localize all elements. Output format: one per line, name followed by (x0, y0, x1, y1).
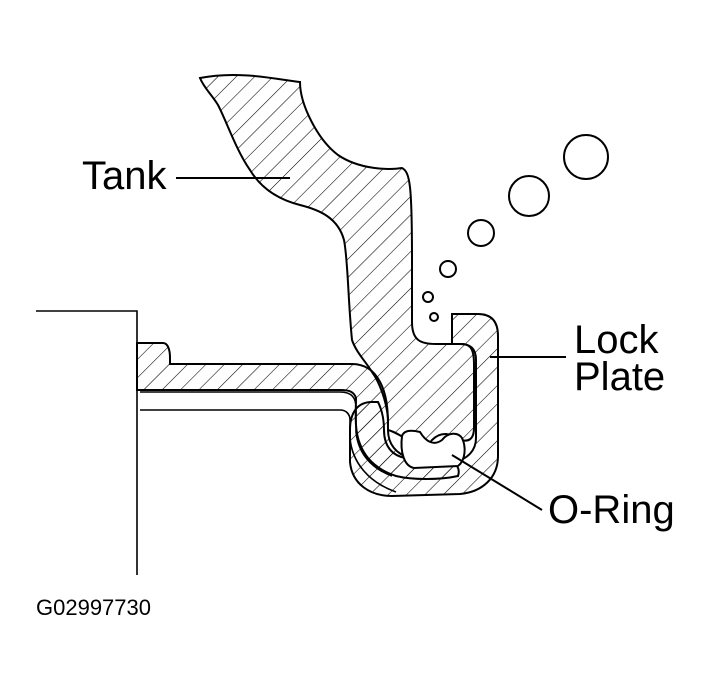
o-ring (400, 429, 466, 470)
figure-code: G02997730 (36, 595, 151, 620)
lock-plate-label: Lock Plate (574, 318, 666, 399)
housing-outline (36, 310, 138, 575)
tank-label: Tank (82, 154, 167, 198)
bubble-1 (429, 312, 439, 322)
bubble-4 (467, 219, 495, 247)
o-ring-leader-line (451, 454, 543, 511)
o-ring-label: O-Ring (548, 488, 675, 532)
bubble-2 (422, 291, 434, 303)
lock-plate-label-line1: Lock (574, 318, 659, 362)
bubble-5 (508, 175, 550, 217)
lock-plate-label-line2: Plate (574, 355, 666, 399)
bubble-3 (439, 260, 457, 278)
bubble-6 (563, 134, 609, 180)
